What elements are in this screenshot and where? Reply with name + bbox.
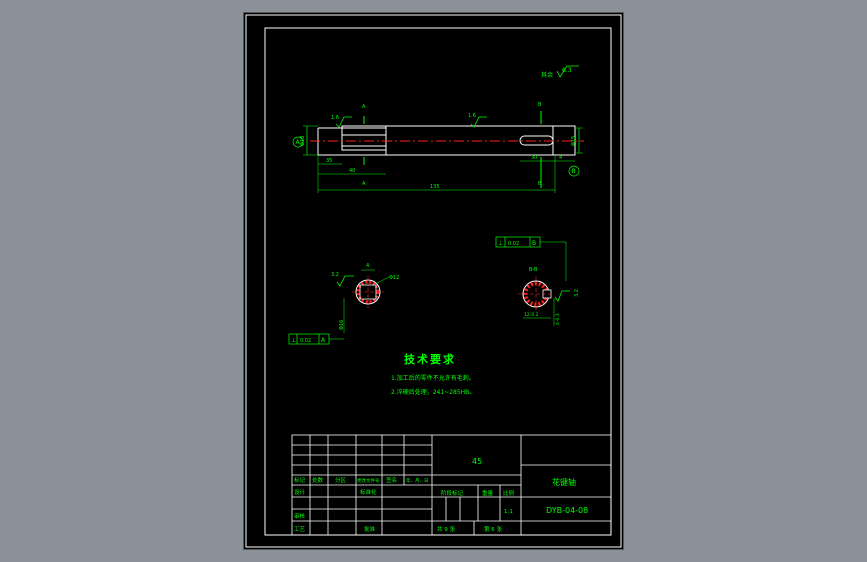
- section-a-key-width: 4: [366, 263, 369, 269]
- rev-count: 处数: [312, 476, 324, 484]
- tb-scale: 1:1: [504, 509, 513, 515]
- drawing-sheet: 其余 6.3 A A B B 1.6 1.6 Φ18: [244, 13, 623, 549]
- roughness-mid-value: 1.6: [468, 113, 476, 119]
- roughness-left-value: 1.6: [331, 115, 339, 121]
- section-b-tol-ref: B: [532, 240, 536, 247]
- rev-zone: 分区: [335, 476, 347, 484]
- section-b-tol-val: 0.02: [508, 241, 519, 247]
- technical-notes: 技术要求 1.加工后的零件不允许有毛刺。 2.淬硬后处理，241~285HB。: [391, 352, 475, 396]
- notes-title: 技术要求: [404, 352, 456, 366]
- general-roughness: 其余 6.3: [541, 65, 579, 79]
- tb-material: 45: [472, 457, 482, 466]
- tb-weight-header: 重量: [482, 489, 494, 497]
- tb-part-name: 花键轴: [552, 477, 576, 487]
- section-a-tol-sym: ⊥: [291, 337, 296, 344]
- section-b-tol-leader: [540, 241, 567, 281]
- tb-sheets-total: 共 9 张: [437, 525, 455, 533]
- roughness-left: [335, 116, 352, 128]
- dim-40-text: 40: [349, 168, 355, 174]
- tb-std: 标准化: [360, 488, 377, 496]
- datum-a-text: A: [296, 139, 301, 146]
- datum-b-text: B: [572, 168, 576, 175]
- tb-scale-header: 比例: [503, 489, 515, 497]
- dim-4-text: 4: [559, 155, 562, 161]
- notes-item-2: 2.淬硬后处理，241~285HB。: [391, 388, 475, 396]
- dim-35-text: 35: [326, 158, 332, 164]
- section-b-dim-b: 12-0.2: [524, 312, 539, 318]
- title-block: [291, 434, 612, 536]
- drawing-canvas: 其余 6.3 A A B B 1.6 1.6 Φ18: [245, 14, 622, 548]
- main-view: A A B B 1.6 1.6 Φ18 Φ15 35 40 30 4 135: [292, 102, 584, 193]
- cut-b-label: B: [538, 102, 542, 108]
- section-a-tol-ref: A: [321, 337, 326, 344]
- section-a-roughness: [336, 275, 354, 287]
- general-roughness-value: 6.3: [562, 67, 572, 74]
- tb-process: 工艺: [294, 526, 306, 533]
- tb-sheet-no: 第 6 张: [484, 525, 502, 533]
- rev-doc: 更改文件号: [357, 477, 380, 484]
- shaft-body: [341, 125, 576, 156]
- section-b-dim-c: 4-0.3: [555, 313, 561, 325]
- section-b-roughness: [554, 290, 570, 302]
- section-b-label: B-B: [529, 267, 538, 273]
- section-a-tol-val: 0.02: [300, 338, 311, 344]
- rev-mark: 标记: [294, 476, 306, 484]
- section-a-dim-v: Φ16: [339, 320, 345, 330]
- roughness-mid: [470, 116, 487, 128]
- rev-sign: 签名: [386, 476, 397, 484]
- rev-date: 年、月、日: [406, 477, 429, 484]
- sheet-border: [245, 14, 622, 548]
- roughness-symbol: [556, 65, 579, 78]
- general-roughness-label: 其余: [541, 71, 553, 79]
- tb-design: 设计: [294, 488, 306, 496]
- dim-30-text: 30: [531, 155, 537, 161]
- title-block-text: 标记 处数 分区 更改文件号 签名 年、月、日 设计 标准化 审核 工艺 批准 …: [294, 457, 588, 533]
- cut-b-label-bottom: B: [538, 181, 542, 187]
- tb-approve: 批准: [364, 525, 376, 533]
- notes-item-1: 1.加工后的零件不允许有毛刺。: [391, 374, 475, 382]
- cut-a-label: A: [362, 104, 366, 110]
- datum-b-circle: [568, 165, 580, 177]
- section-b-tol-sym: ⊥: [498, 240, 503, 247]
- dim-135-text: 135: [430, 184, 440, 190]
- dim-dia-right-text: Φ15: [571, 136, 577, 146]
- section-a-rough-value: 3.2: [331, 272, 339, 278]
- cut-a-label-bottom: A: [362, 181, 366, 187]
- section-a-view: 4 Φ12 3.2 Φ16 ⊥ 0.02 A: [288, 263, 399, 345]
- section-b-view: B-B 3.2 12-0.2 4-0.3 ⊥ 0.02 B: [495, 236, 580, 326]
- tb-stage-header: 阶段标记: [441, 489, 464, 497]
- drawing-frame: [264, 27, 612, 536]
- datum-a-circle: [292, 136, 304, 148]
- tb-drawing-no: DYB-04-08: [546, 506, 588, 515]
- section-b-rough-value: 3.2: [574, 289, 580, 297]
- section-a-leader: [374, 276, 390, 285]
- tb-review: 审核: [294, 512, 306, 520]
- section-a-dia: Φ12: [389, 275, 399, 281]
